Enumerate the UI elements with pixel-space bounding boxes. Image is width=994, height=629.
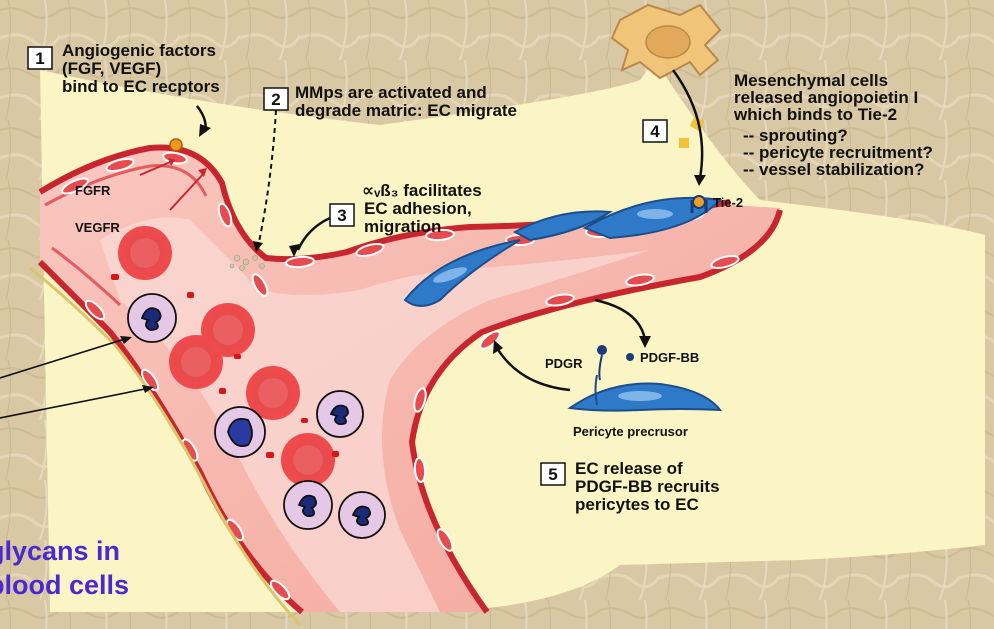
tie2-label: Tie-2 [713, 195, 743, 210]
step-1-line-2: (FGF, VEGF) [62, 59, 161, 78]
pericyte-precursor-label: Pericyte precrusor [573, 424, 688, 439]
step-5-line-1: EC release of [575, 459, 683, 478]
overlay-line-2: blood cells [0, 570, 129, 600]
step-3-line-2: EC adhesion, [364, 199, 472, 218]
step-5-line-2: PDGF-BB recruits [575, 477, 720, 496]
step-2-line-2: degrade matric: EC migrate [295, 101, 517, 120]
step-4-line-3: -- vessel stabilization? [743, 160, 924, 179]
step-1-line-3: bind to EC recptors [62, 77, 220, 96]
step-3-line-3: migration [364, 217, 441, 236]
pdgr-label: PDGR [545, 356, 583, 371]
mesenchymal-line-3: which binds to Tie-2 [733, 105, 897, 124]
step-4-number: 4 [650, 122, 660, 141]
step-1-line-1: Angiogenic factors [62, 41, 216, 60]
step-1-number: 1 [35, 49, 44, 68]
step-5-line-3: pericytes to EC [575, 495, 699, 514]
step-3-line-1: ∝ᵥß₃ facilitates [362, 181, 482, 200]
pdgf-bb-label: PDGF-BB [640, 350, 699, 365]
vegfr-label: VEGFR [75, 220, 120, 235]
step-2-number: 2 [271, 90, 280, 109]
step-5-number: 5 [548, 465, 557, 484]
fgfr-label: FGFR [75, 183, 111, 198]
step-2-line-1: MMps are activated and [295, 83, 487, 102]
overlay-line-1: glycans in [0, 536, 120, 566]
step-3-number: 3 [337, 206, 346, 225]
